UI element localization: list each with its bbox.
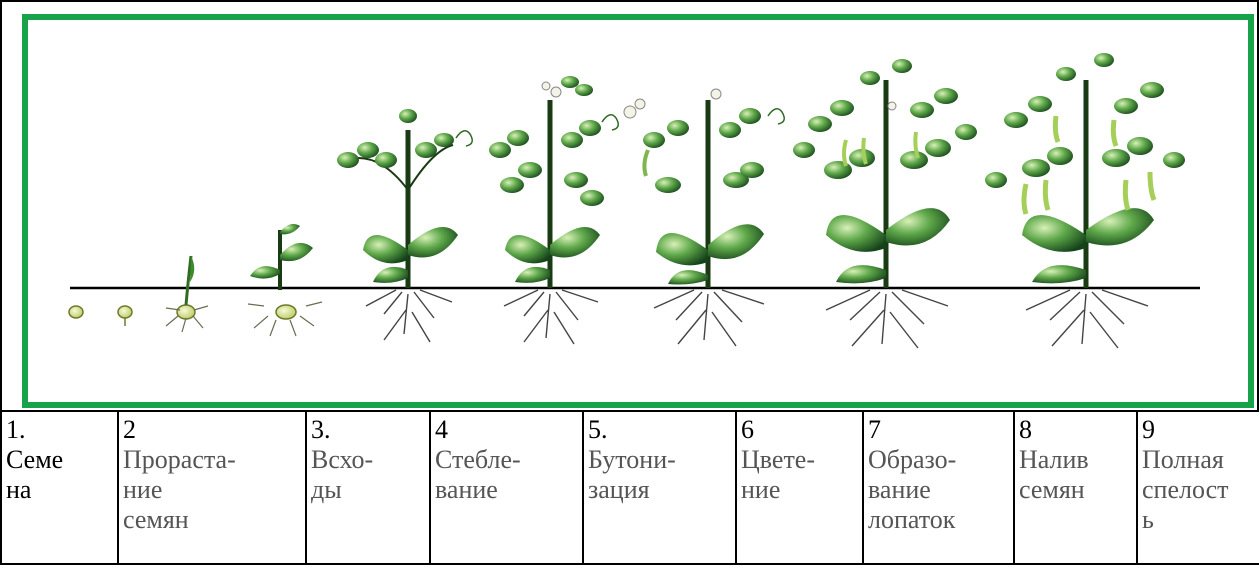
stage-number: 5. xyxy=(588,415,731,445)
stage-number: 8 xyxy=(1019,415,1132,445)
stage-cell-9: 9Полная спелост ь xyxy=(1137,411,1259,564)
growth-illustration xyxy=(28,20,1248,402)
stage-label: Образо- вание лопаток xyxy=(868,445,956,534)
stage-3-shoots xyxy=(248,224,322,336)
stage-label: Стебле- вание xyxy=(435,445,521,504)
stage-cell-6: 6Цвете- ние xyxy=(736,411,863,564)
stage-label: Семе на xyxy=(6,445,63,504)
stage-5-stem-elongation xyxy=(489,76,618,344)
stage-4-emergence xyxy=(337,109,472,342)
stage-label: Налив семян xyxy=(1019,445,1089,504)
stage-number: 9 xyxy=(1142,415,1255,445)
stage-6-budding xyxy=(624,89,784,346)
stage-label: Цвете- ние xyxy=(741,445,815,504)
stage-number: 4 xyxy=(435,415,578,445)
stage-label: Прораста- ние семян xyxy=(123,445,236,534)
stage-number: 1. xyxy=(6,415,113,445)
stages-table: 1.Семе на 2Прораста- ние семян 3.Всхо- д… xyxy=(0,410,1259,565)
stage-cell-7: 7Образо- вание лопаток xyxy=(863,411,1014,564)
illustration-frame xyxy=(22,14,1254,408)
stage-number: 3. xyxy=(311,415,425,445)
stage-1-seeds xyxy=(69,306,132,326)
stage-cell-2: 2Прораста- ние семян xyxy=(118,411,306,564)
stages-row: 1.Семе на 2Прораста- ние семян 3.Всхо- д… xyxy=(1,411,1259,564)
stage-number: 6 xyxy=(741,415,858,445)
illustration-cell xyxy=(0,0,1259,412)
stage-cell-4: 4Стебле- вание xyxy=(430,411,583,564)
stage-cell-3: 3.Всхо- ды xyxy=(306,411,430,564)
stage-2-germination xyxy=(166,256,208,332)
stage-label: Бутони- зация xyxy=(588,445,676,504)
stage-cell-5: 5.Бутони- зация xyxy=(583,411,736,564)
stage-cell-1: 1.Семе на xyxy=(1,411,118,564)
stage-number: 7 xyxy=(868,415,1009,445)
stage-8-pod-formation xyxy=(985,53,1185,348)
stage-label: Полная спелост ь xyxy=(1142,445,1229,534)
stage-cell-8: 8Налив семян xyxy=(1014,411,1137,564)
stage-7-flowering xyxy=(793,59,977,348)
stage-number: 2 xyxy=(123,415,301,445)
stage-label: Всхо- ды xyxy=(311,445,373,504)
